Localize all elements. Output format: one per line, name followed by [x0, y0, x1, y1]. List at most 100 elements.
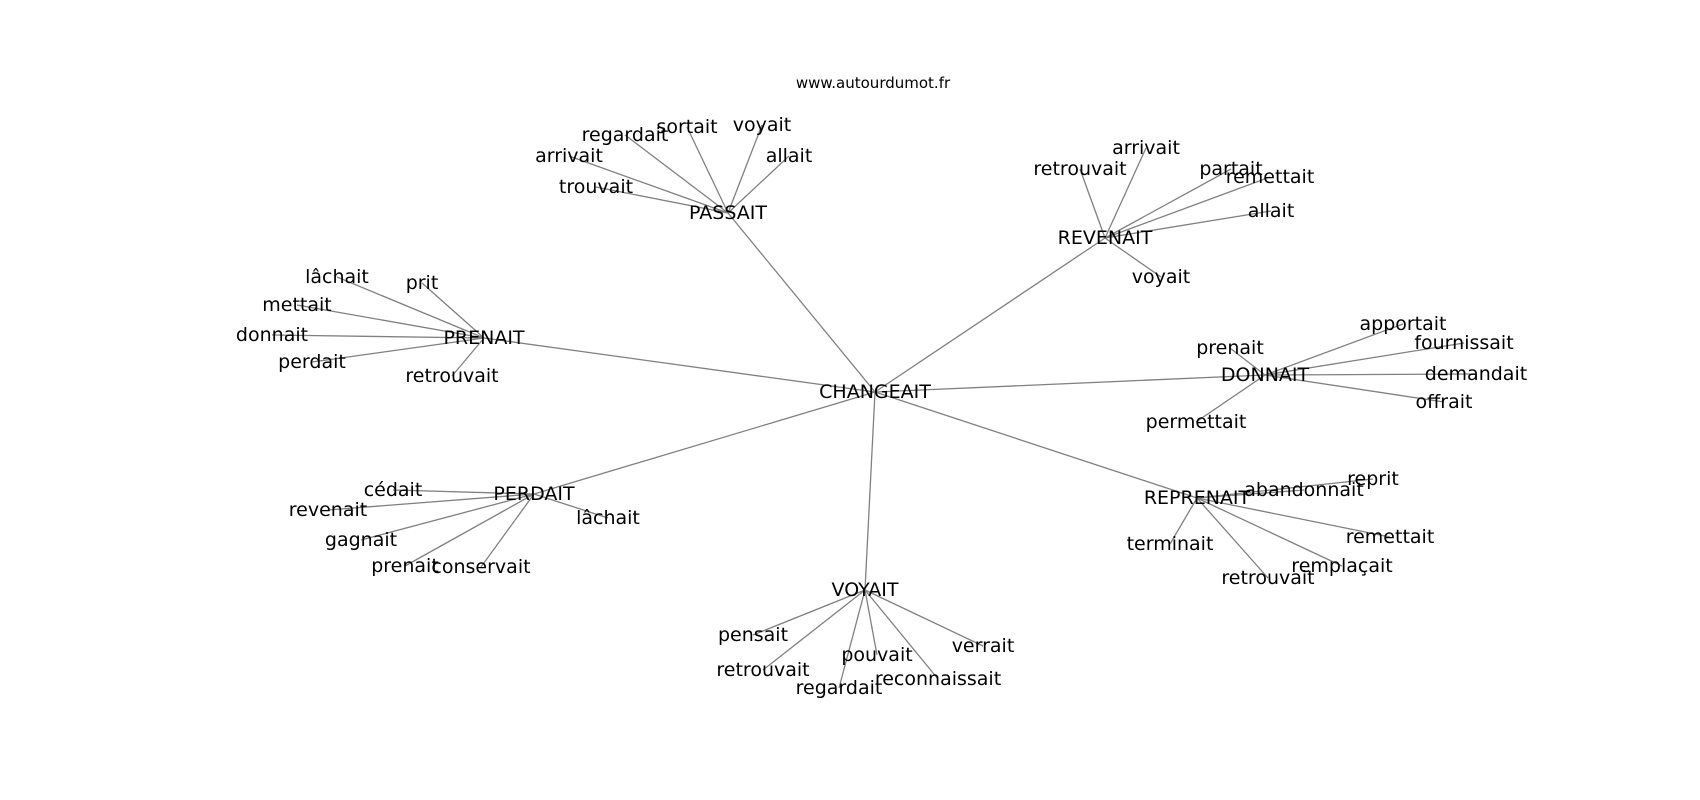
edge-hub-to-leaf [838, 589, 866, 689]
edge-hub-to-leaf [296, 304, 485, 339]
edge-center-to-hub [874, 391, 1198, 499]
leaf-word-node[interactable]: arrivait [535, 145, 603, 167]
edge-hub-to-leaf [1229, 347, 1266, 376]
edge-hub-to-leaf [360, 493, 535, 541]
edge-hub-to-leaf [311, 337, 485, 363]
leaf-word-node[interactable]: remettait [1346, 526, 1435, 548]
leaf-word-node[interactable]: verrait [952, 635, 1015, 657]
leaf-word-node[interactable]: cédait [364, 479, 423, 501]
edge-hub-to-leaf [392, 489, 535, 495]
leaf-word-node[interactable]: apportait [1359, 313, 1446, 335]
edge-hub-to-leaf [686, 126, 729, 214]
leaf-word-node[interactable]: remettait [1226, 166, 1315, 188]
edge-hub-to-leaf [1104, 210, 1272, 239]
edge-hub-to-leaf [595, 186, 729, 214]
leaf-word-node[interactable]: demandait [1425, 363, 1527, 385]
edge-hub-to-leaf [864, 589, 878, 656]
leaf-word-node[interactable]: allait [1248, 200, 1295, 222]
leaf-word-node[interactable]: lâchait [305, 266, 369, 288]
leaf-word-node[interactable]: arrivait [1112, 137, 1180, 159]
center-word-node[interactable]: CHANGEAIT [819, 381, 931, 403]
leaf-word-node[interactable]: conservait [431, 556, 530, 578]
edge-hub-to-leaf [336, 276, 485, 339]
edge-hub-to-leaf [1196, 489, 1305, 499]
edge-hub-to-leaf [1104, 147, 1147, 239]
leaf-word-node[interactable]: voyait [1132, 266, 1190, 288]
edge-hub-to-leaf [1264, 323, 1404, 376]
hub-word-node[interactable]: PERDAIT [493, 483, 575, 505]
leaf-word-node[interactable]: perdait [278, 351, 346, 373]
leaf-word-node[interactable]: lâchait [576, 507, 640, 529]
edge-hub-to-leaf [1264, 342, 1465, 376]
edge-hub-to-leaf [1264, 374, 1445, 403]
leaf-word-node[interactable]: retrouvait [1221, 567, 1314, 589]
leaf-word-node[interactable]: retrouvait [1033, 158, 1126, 180]
edges-layer [271, 124, 1477, 689]
leaf-word-node[interactable]: reprit [1347, 468, 1399, 490]
edge-center-to-hub [864, 391, 876, 591]
hub-word-node[interactable]: DONNAIT [1221, 364, 1310, 386]
edge-hub-to-leaf [1104, 237, 1162, 278]
edge-hub-to-leaf [1195, 374, 1266, 423]
edge-hub-to-leaf [864, 589, 984, 647]
edge-hub-to-leaf [762, 589, 866, 671]
leaf-word-node[interactable]: retrouvait [716, 659, 809, 681]
leaf-word-node[interactable]: donnait [236, 324, 308, 346]
edge-hub-to-leaf [1196, 478, 1374, 499]
edge-hub-to-leaf [327, 493, 535, 511]
leaf-word-node[interactable]: prenait [371, 555, 439, 577]
leaf-word-node[interactable]: partait [1199, 158, 1262, 180]
leaf-word-node[interactable]: remplaçait [1291, 555, 1392, 577]
leaf-word-node[interactable]: terminait [1127, 533, 1214, 555]
leaf-word-node[interactable]: allait [766, 145, 813, 167]
hub-word-node[interactable]: PRENAIT [443, 327, 524, 349]
leaf-word-node[interactable]: gagnait [325, 529, 397, 551]
edge-hub-to-leaf [1196, 497, 1343, 567]
leaf-word-node[interactable]: abandonnait [1244, 479, 1364, 501]
edge-hub-to-leaf [568, 155, 729, 214]
leaf-word-node[interactable]: reconnaissait [875, 668, 1001, 690]
hub-word-node[interactable]: PASSAIT [689, 202, 767, 224]
leaf-word-node[interactable]: prit [406, 272, 439, 294]
edge-center-to-hub [727, 212, 876, 393]
leaf-word-node[interactable]: retrouvait [405, 365, 498, 387]
leaf-word-node[interactable]: regardait [582, 124, 669, 146]
hub-word-node[interactable]: REPRENAIT [1144, 487, 1251, 509]
edge-hub-to-leaf [271, 334, 485, 339]
edge-center-to-hub [874, 237, 1106, 393]
edge-center-to-hub [483, 337, 876, 393]
hub-word-node[interactable]: VOYAIT [832, 579, 899, 601]
edge-hub-to-leaf [533, 493, 609, 519]
edge-center-to-hub [874, 374, 1266, 393]
leaf-word-node[interactable]: mettait [262, 294, 331, 316]
leaf-word-node[interactable]: fournissait [1414, 332, 1513, 354]
leaf-word-node[interactable]: prenait [1196, 337, 1264, 359]
edge-hub-to-leaf [404, 493, 535, 567]
site-watermark[interactable]: www.autourdumot.fr [796, 74, 951, 92]
edge-hub-to-leaf [1079, 168, 1106, 239]
leaf-word-node[interactable]: sortait [656, 116, 717, 138]
edge-hub-to-leaf [1196, 497, 1269, 579]
leaf-word-node[interactable]: voyait [733, 114, 791, 136]
edge-center-to-hub [533, 391, 876, 495]
edge-hub-to-leaf [480, 493, 535, 568]
edge-hub-to-leaf [1169, 497, 1198, 545]
leaf-word-node[interactable]: regardait [796, 677, 883, 699]
edge-hub-to-leaf [752, 589, 866, 636]
leaf-word-node[interactable]: pouvait [841, 644, 912, 666]
edge-hub-to-leaf [451, 337, 485, 377]
edge-hub-to-leaf [864, 589, 939, 680]
leaf-word-node[interactable]: pensait [718, 624, 788, 646]
edge-hub-to-leaf [727, 124, 763, 214]
leaf-word-node[interactable]: permettait [1146, 411, 1247, 433]
leaf-word-node[interactable]: revenait [289, 499, 367, 521]
leaf-word-node[interactable]: trouvait [559, 176, 633, 198]
edge-hub-to-leaf [1264, 373, 1477, 376]
edge-hub-to-leaf [727, 155, 790, 214]
leaf-word-node[interactable]: offrait [1416, 391, 1473, 413]
hub-word-node[interactable]: REVENAIT [1058, 227, 1153, 249]
edge-hub-to-leaf [1196, 497, 1391, 538]
edge-hub-to-leaf [1104, 176, 1271, 239]
